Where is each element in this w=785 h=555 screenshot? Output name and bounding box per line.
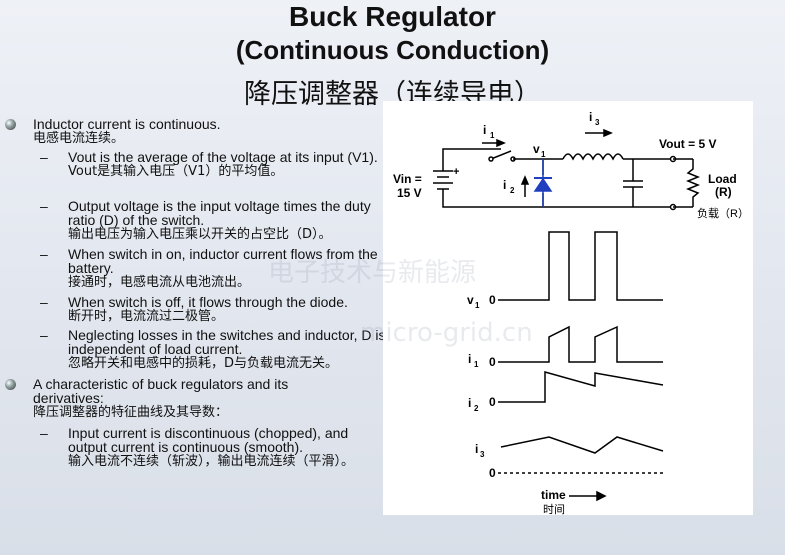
i3-wave-label: i [475,442,478,456]
load-wire [673,158,693,208]
v1-wave-sub: 1 [475,301,480,310]
i2-waveform [498,371,664,403]
bullet-text-cn: 电感电流连续。 [33,131,125,146]
v1-label: v [533,142,540,156]
switch-blade [490,150,512,160]
diode-icon [533,177,553,192]
i1-wave-sub: 1 [474,360,479,369]
capacitor [623,159,643,207]
i3-waveform [500,436,664,454]
slide-title: Buck Regulator [289,1,496,32]
circuit-diagram [433,128,701,211]
vin-value: 15 V [397,186,422,200]
dash-icon: – [40,294,48,310]
i1-sub: 1 [490,131,495,140]
i2-wave-label: i [468,396,471,410]
sub-bullet-text-cn: 接通时，电感电流从电池流出。 [68,275,251,290]
time-label: time [541,488,566,502]
load-r-label: (R) [715,185,732,199]
i2-arrowhead [520,175,530,185]
bullet-text: A characteristic of buck regulators and … [33,376,289,406]
vin-label: Vin = [393,172,422,186]
bullet-text-cn: 降压调整器的特征曲线及其导数： [33,405,229,420]
battery-plus: + [453,166,459,178]
load-resistor [685,159,701,207]
dash-icon: – [40,198,48,214]
bullet-icon [5,119,16,130]
slide-subtitle: (Continuous Conduction) [235,35,550,65]
waveforms [498,231,664,502]
watermark: micro-grid.cn [360,318,533,348]
i1-waveform [498,325,663,363]
sub-bullet-text-cn: 断开时，电流流过二极管。 [68,309,225,324]
waveform-labels: v 1 0 i 1 0 i 2 0 i 3 0 time 时间 [467,293,566,515]
bullet-icon [5,379,16,390]
dash-icon: – [40,425,48,441]
zero-label: 0 [489,466,496,480]
bullet-text: Inductor current is continuous. [33,116,221,132]
sub-bullet-text: When switch is off, it flows through the… [68,294,348,310]
load-label-cn: 负载（R） [697,206,749,220]
sub-bullet-text-cn: 输入电流不连续（斩波），输出电流连续（平滑）。 [68,454,355,469]
i1-arrowhead [496,138,506,148]
v1-sub: 1 [541,150,546,159]
diagram-panel: Vin = 15 V + i 1 i 3 v 1 i 2 Vout = 5 V … [383,101,753,515]
sub-bullet-text: When switch in on, inductor current flow… [68,246,378,276]
sub-bullet-text-cn: Vout是其输入电压（V1）的平均值。 [68,164,284,179]
i3-wave-sub: 3 [480,450,485,459]
sub-bullet-text: Input current is discontinuous (chopped)… [68,425,349,455]
load-label: Load [708,172,737,186]
sub-bullet-text: Output voltage is the input voltage time… [68,198,371,228]
watermark: 电子技术与新能源 [268,258,477,288]
dash-icon: – [40,246,48,262]
dash-icon: – [40,149,48,165]
time-arrowhead [596,490,607,502]
switch-terminal [488,156,494,162]
buck-circuit-and-waveforms: Vin = 15 V + i 1 i 3 v 1 i 2 Vout = 5 V … [393,110,749,515]
wire-top-left [442,148,501,161]
i3-sub: 3 [595,118,600,127]
wire-bottom [442,193,671,208]
sub-bullet-text: Neglecting losses in the switches and in… [68,327,386,357]
inductor [562,153,624,161]
zero-label: 0 [489,395,496,409]
v1-wave-label: v [467,293,474,307]
i2-wave-sub: 2 [474,404,479,413]
sub-bullet-text-cn: 输出电压为输入电压乘以开关的占空比（D）。 [68,227,332,242]
i2-sub: 2 [510,186,515,195]
circuit-labels: Vin = 15 V + i 1 i 3 v 1 i 2 Vout = 5 V … [393,110,749,220]
vout-label: Vout = 5 V [659,137,716,151]
zero-label: 0 [489,293,496,307]
i1-label: i [483,123,486,137]
time-label-cn: 时间 [543,503,565,515]
sub-bullet-text: Vout is the average of the voltage at it… [68,149,378,165]
i2-label: i [503,178,506,192]
battery [433,161,453,193]
dash-icon: – [40,327,48,343]
i1-wave-label: i [468,352,471,366]
i3-label: i [589,110,592,124]
i3-arrowhead [603,128,613,138]
sub-bullet-text-cn: 忽略开关和电感中的损耗，D与负载电流无关。 [68,356,339,371]
v1-waveform [498,231,663,301]
zero-label: 0 [489,355,496,369]
